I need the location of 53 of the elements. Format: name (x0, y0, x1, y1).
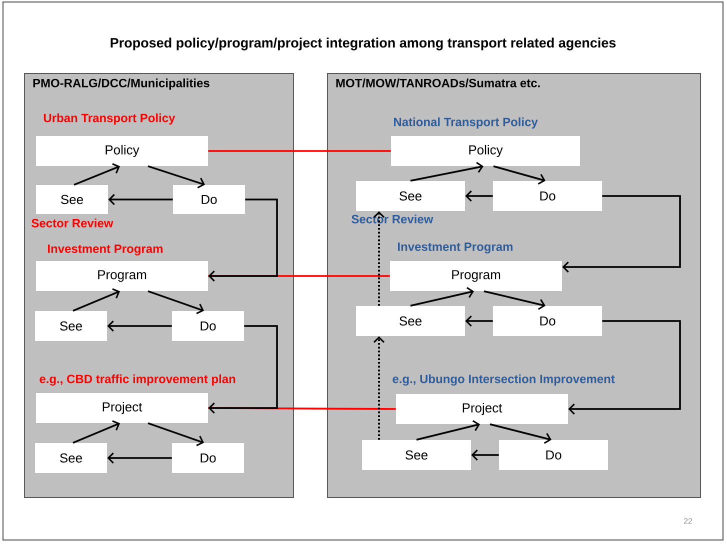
step-box: Project (36, 393, 208, 423)
section-heading: e.g., Ubungo Intersection Improvement (392, 374, 615, 386)
section-heading: e.g., CBD traffic improvement plan (40, 374, 236, 386)
page-number: 22 (684, 518, 692, 524)
step-box: Do (499, 440, 608, 470)
arrow (416, 420, 480, 441)
arrow (562, 195, 681, 273)
step-box: Policy (391, 136, 580, 166)
arrow (373, 211, 385, 306)
arrow (148, 165, 205, 188)
stage-label: Sector Review (352, 214, 434, 224)
step-box: See (356, 306, 465, 336)
section-heading: National Transport Policy (394, 117, 538, 129)
step-box: See (36, 185, 108, 214)
step-box: Program (36, 261, 208, 291)
arrow (107, 452, 172, 464)
arrow (108, 194, 173, 206)
connector-line (208, 150, 391, 152)
arrow (465, 190, 493, 202)
step-box: See (362, 440, 471, 470)
step-box: Do (172, 443, 244, 473)
arrow (72, 420, 120, 444)
step-box: Do (493, 306, 602, 336)
arrow (493, 165, 546, 185)
title: Proposed policy/program/project integration among transport related agencies (110, 38, 616, 50)
arrow (484, 290, 546, 310)
arrow (208, 325, 278, 414)
arrow (373, 336, 385, 440)
step-box: See (35, 443, 107, 473)
step-box: See (35, 311, 107, 341)
arrow (410, 162, 484, 182)
arrow (148, 290, 204, 314)
arrow (72, 288, 120, 312)
arrow (465, 315, 493, 327)
step-box: Do (172, 311, 244, 341)
arrow (471, 449, 499, 461)
arrow (490, 423, 552, 444)
arrow (74, 163, 120, 186)
step-box: Do (493, 181, 602, 211)
step-box: Do (173, 185, 245, 214)
section-heading: Urban Transport Policy (44, 113, 176, 125)
arrow (568, 320, 681, 415)
stage-label: Sector Review (32, 218, 114, 228)
arrow (208, 198, 278, 282)
section-heading: Investment Program (398, 242, 512, 254)
arrow (148, 422, 204, 446)
section-heading: Investment Program (48, 244, 162, 256)
arrow (410, 287, 474, 307)
arrow (107, 320, 172, 332)
step-box: Program (390, 261, 562, 291)
step-box: Policy (36, 136, 208, 166)
step-box: Project (396, 394, 568, 424)
step-box: See (356, 181, 465, 211)
